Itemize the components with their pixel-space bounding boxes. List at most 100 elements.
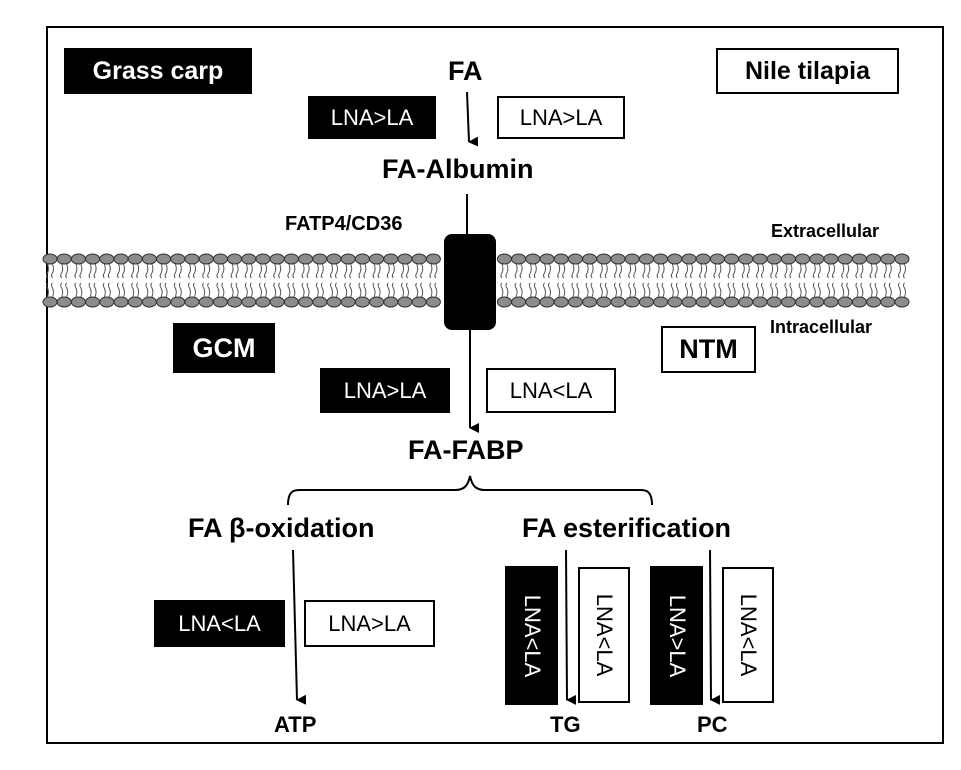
lipid-tail [557, 263, 561, 279]
lipid-tail [249, 282, 253, 298]
lipid-tail [216, 282, 220, 298]
lipid-tail [46, 282, 49, 298]
inner-lipid-head [141, 296, 157, 308]
lipid-tail [533, 263, 537, 279]
lipid-tail [571, 282, 575, 298]
lipid-tail [287, 282, 291, 298]
lipid-tail [614, 282, 617, 298]
lipid-tail [46, 263, 49, 279]
lipid-tail [259, 263, 262, 279]
lipid-tail [590, 282, 594, 298]
lipid-tail [330, 282, 333, 298]
outer-lipid-head [823, 253, 839, 265]
lipid-tail [391, 282, 395, 298]
lipid-tail [88, 263, 92, 279]
outer-lipid-head [667, 253, 683, 265]
lipid-tail [770, 282, 774, 298]
lipid-tail [344, 282, 348, 298]
lipid-tail [670, 282, 674, 298]
inner-lipid-head [681, 296, 697, 308]
inner-lipid-head [383, 296, 399, 308]
lipid-tail [704, 282, 708, 298]
lipid-tail [434, 263, 438, 279]
inner-lipid-head [227, 296, 243, 308]
lipid-tail [230, 263, 234, 279]
inner-lipid-head [56, 296, 72, 308]
lipid-tail [429, 282, 433, 298]
lipid-tail [741, 282, 745, 298]
lipid-tail [136, 282, 140, 298]
inner-lipid-head [99, 296, 115, 308]
inner-lipid-head [425, 296, 441, 308]
lipid-tail [406, 282, 409, 298]
inner-lipid-head [752, 296, 768, 308]
lipid-tail [604, 282, 608, 298]
lipid-tail [827, 282, 830, 298]
outer-lipid-head [553, 253, 569, 265]
lipid-tail [888, 263, 892, 279]
inner-lipid-head [283, 296, 299, 308]
outer-lipid-head [269, 253, 285, 265]
lipid-tail [150, 263, 154, 279]
lipid-tail [633, 263, 637, 279]
lipid-tail [599, 263, 603, 279]
lipid-tail [727, 282, 731, 298]
fa-fabp-label: FA-FABP [408, 435, 524, 465]
lipid-tail [775, 282, 779, 298]
lipid-tail [264, 263, 267, 279]
lipid-tail [533, 282, 537, 298]
lipid-tail [888, 282, 892, 298]
uptake-tilapia-box: LNA>LA [497, 96, 625, 139]
lipid-tail [670, 263, 674, 279]
pc-label: PC [697, 712, 728, 737]
outer-lipid-head [227, 253, 243, 265]
inner-lipid-head [851, 296, 867, 308]
outer-lipid-head [511, 253, 527, 265]
inner-lipid-head [880, 296, 896, 308]
outer-lipid-head [851, 253, 867, 265]
outer-lipid-head [752, 253, 768, 265]
inner-lipid-head [553, 296, 569, 308]
lipid-tail [145, 282, 149, 298]
lipid-tail [188, 263, 191, 279]
lipid-tail [718, 282, 722, 298]
lipid-tail [107, 282, 111, 298]
lipid-tail [88, 282, 92, 298]
outer-lipid-head [113, 253, 129, 265]
transporter-label: FATP4/CD36 [285, 213, 403, 235]
cell-membrane [42, 253, 910, 308]
lipid-tail [633, 282, 637, 298]
lipid-tail [60, 263, 64, 279]
grass-carp-legend: Grass carp [64, 48, 252, 94]
outer-lipid-head [780, 253, 796, 265]
lipid-tail [315, 282, 319, 298]
lipid-tail [65, 263, 69, 279]
fa-to-albumin-arrow [466, 91, 479, 147]
binding-carp-text: LNA>LA [343, 377, 427, 403]
inner-lipid-head [667, 296, 683, 308]
nile-tilapia-label: Nile tilapia [744, 56, 871, 85]
lipid-tail [358, 282, 362, 298]
lipid-tail [732, 282, 736, 298]
inner-lipid-head [312, 296, 328, 308]
lipid-tail [74, 282, 78, 298]
outer-lipid-head [283, 253, 299, 265]
lipid-tail [401, 263, 404, 279]
lipid-tail [122, 263, 125, 279]
oxidation-to-atp-arrow [292, 549, 307, 705]
lipid-tail [159, 263, 163, 279]
inner-lipid-head [837, 296, 853, 308]
lipid-tail [571, 263, 575, 279]
outer-lipid-head [724, 253, 740, 265]
outer-lipid-head [141, 253, 157, 265]
inner-lipid-head [795, 296, 811, 308]
outer-lipid-head [525, 253, 541, 265]
inner-lipid-head [42, 296, 58, 308]
lipid-tail [642, 263, 646, 279]
lipid-tail [528, 282, 532, 298]
outer-lipid-head [795, 253, 811, 265]
lipid-tail [93, 282, 97, 298]
outer-lipid-head [567, 253, 583, 265]
lipid-tail [434, 282, 438, 298]
lipid-tail [386, 263, 390, 279]
